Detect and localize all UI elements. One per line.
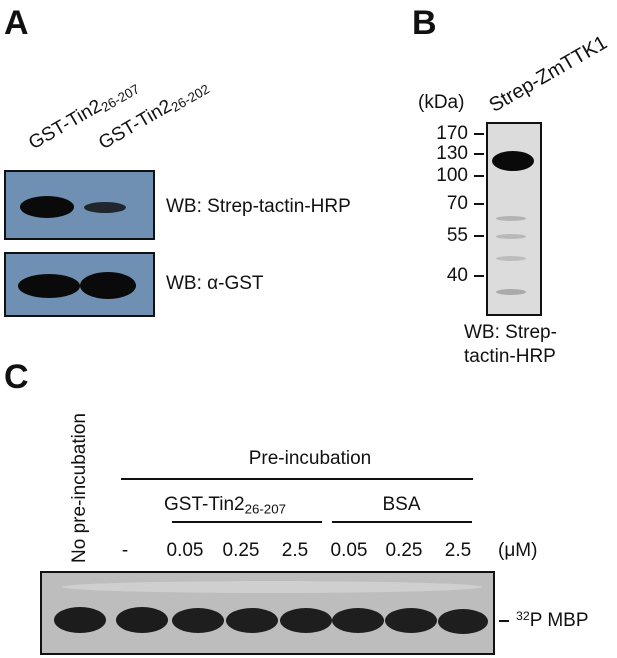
faint-band [496,234,526,239]
panel-b-caption-line-2: tactin-HRP [464,346,556,367]
marker-tick [474,235,484,237]
band-lane-2 [80,272,136,299]
panel-b-lane-label: Strep-ZmTTK1 [485,31,612,117]
marker-tick [474,275,484,277]
preincubation-line [121,478,473,480]
panel-b-letter: B [412,4,437,42]
marker-tick [474,133,484,135]
band-lane-7 [385,608,437,633]
concentration-label: 2.5 [281,540,309,561]
band-lane-4 [226,608,278,633]
concentration-label: 2.5 [444,540,472,561]
background-smear [62,581,482,593]
panel-a-letter: A [4,4,29,42]
faint-band [496,256,526,261]
blot-2-label: WB: α-GST [166,273,264,294]
kda-unit-label: (kDa) [418,92,465,113]
concentration-label: 0.25 [385,540,423,561]
group-2-line [332,521,472,523]
strep-zmttk1-blot [486,122,542,316]
marker-100: 100 [436,165,468,186]
gst-blot [4,252,155,317]
preincubation-label: Pre-incubation [248,448,372,469]
strep-tactin-blot [4,170,155,240]
faint-band [496,216,526,221]
marker-70: 70 [446,193,468,214]
concentration-label: - [121,540,129,561]
marker-tick [474,175,484,177]
band-lane-3 [172,608,224,633]
marker-40: 40 [446,265,468,286]
marker-170: 170 [436,123,468,144]
concentration-label: 0.25 [222,540,260,561]
mbp-tick [499,620,509,622]
panel-b-caption-line-1: WB: Strep- [464,322,557,343]
band-lane-1 [18,274,80,298]
mbp-band-label: 32P MBP [516,609,589,632]
band-lane-1 [20,196,74,218]
band-zmttk1 [492,151,534,171]
concentration-label: 0.05 [330,540,368,561]
marker-tick [474,153,484,155]
mbp-autoradiograph [40,571,495,655]
band-lane-2 [84,202,126,213]
blot-1-label: WB: Strep-tactin-HRP [166,196,351,217]
group-1-label: GST-Tin226-207 [164,494,286,517]
marker-tick [474,203,484,205]
concentration-label: 0.05 [166,540,204,561]
faint-band [496,289,526,295]
marker-55: 55 [446,225,468,246]
band-lane-5 [280,608,332,633]
panel-c-letter: C [4,358,29,396]
marker-130: 130 [436,143,468,164]
group-2-label: BSA [382,494,421,515]
group-1-line [172,521,322,523]
concentration-unit: (μM) [498,540,538,561]
band-lane-2 [116,607,168,633]
no-preincubation-label: No pre-incubation [69,413,90,563]
band-lane-6 [332,608,384,633]
band-lane-8 [438,609,488,634]
band-lane-1 [54,607,106,633]
